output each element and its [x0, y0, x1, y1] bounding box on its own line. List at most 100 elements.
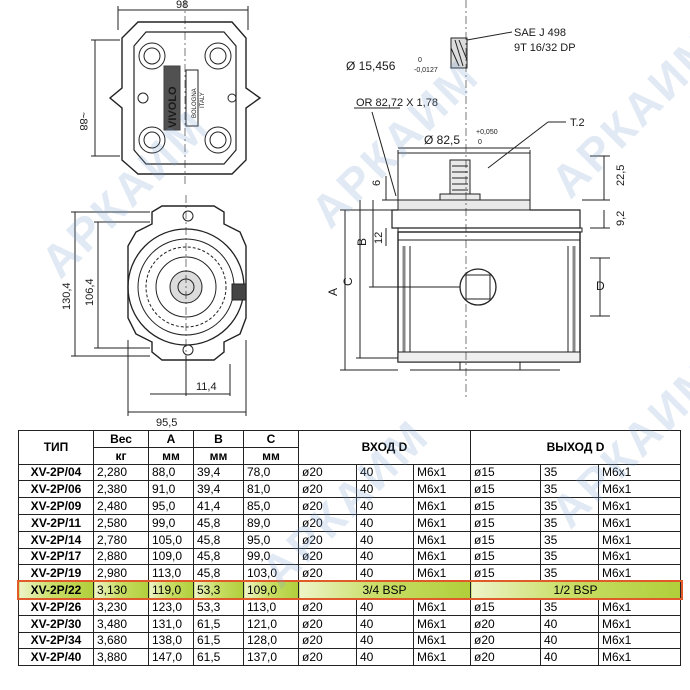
cell-outlet-bsp: 1/2 BSP — [469, 581, 682, 599]
vivolo-label-bologna: BOLOGNA — [192, 88, 198, 118]
cell-model: XV-2P/40 — [18, 648, 94, 667]
cell-in-b: 40 — [356, 497, 414, 515]
cell-weight: 2,280 — [93, 463, 149, 482]
cell-in-t: M6x1 — [413, 597, 471, 616]
cell-b: 61,5 — [193, 631, 244, 650]
cell-a: 91,0 — [148, 480, 194, 499]
o-ring-label: OR 82,72 X 1,78 — [356, 97, 438, 109]
cell-out-t: M6x1 — [597, 597, 682, 616]
dim-22-5: 22,5 — [615, 165, 627, 186]
cell-model: XV-2P/09 — [18, 497, 94, 515]
cell-in-t: M6x1 — [413, 547, 471, 566]
cell-in-d: ø20 — [298, 530, 357, 549]
table-units-row: кг мм мм мм — [19, 446, 681, 465]
dim-95-5: 95,5 — [156, 417, 177, 428]
cell-out-b: 35 — [540, 480, 599, 499]
cell-out-t: M6x1 — [597, 463, 682, 482]
cell-out-d: ø15 — [470, 463, 541, 482]
cell-a: 88,0 — [148, 463, 194, 482]
cell-in-b: 40 — [356, 513, 414, 532]
dim-106-4: 106,4 — [84, 278, 96, 306]
pilot-tolerance-lower: 0 — [478, 139, 482, 146]
cell-out-t: M6x1 — [597, 513, 682, 532]
unit-weight: кг — [93, 446, 149, 465]
cell-in-d: ø20 — [298, 480, 357, 499]
cell-model: XV-2P/11 — [18, 513, 94, 532]
label-a: A — [326, 288, 340, 296]
cell-out-t: M6x1 — [597, 497, 682, 515]
cell-model: XV-2P/04 — [18, 463, 94, 482]
cell-c: 78,0 — [243, 463, 299, 482]
cell-weight: 2,780 — [93, 530, 149, 549]
cell-out-b: 35 — [540, 530, 599, 549]
cell-in-d: ø20 — [298, 631, 357, 650]
cell-weight: 2,480 — [93, 497, 149, 515]
cell-out-d: ø15 — [470, 547, 541, 566]
cell-out-b: 35 — [540, 463, 599, 482]
cell-c: 99,0 — [243, 547, 299, 566]
cell-in-d: ø20 — [298, 463, 357, 482]
cell-b: 45,8 — [193, 530, 244, 549]
cell-out-b: 35 — [540, 497, 599, 515]
label-d: D — [596, 279, 605, 293]
vivolo-logo: VIVOLO — [167, 86, 179, 128]
cell-c: 121,0 — [243, 614, 299, 633]
cell-weight: 3,480 — [93, 614, 149, 633]
cell-b: 39,4 — [193, 463, 244, 482]
cell-b: 41,4 — [193, 497, 244, 515]
cell-weight: 3,680 — [93, 631, 149, 650]
cell-out-t: M6x1 — [597, 614, 682, 633]
cell-in-d: ø20 — [298, 547, 357, 566]
header-weight: Вес — [93, 430, 149, 448]
pilot-diameter: Ø 82,5 — [424, 133, 460, 147]
dim-12: 12 — [373, 232, 385, 244]
dim-6: 6 — [371, 180, 383, 186]
vivolo-label-italy: ITALY — [200, 92, 206, 108]
cell-a: 147,0 — [148, 648, 194, 667]
cell-a: 113,0 — [148, 564, 194, 583]
unit-b: мм — [193, 446, 244, 465]
cell-out-b: 35 — [540, 513, 599, 532]
cell-a: 138,0 — [148, 631, 194, 650]
bottom-view — [71, 195, 247, 416]
cell-b: 53,3 — [193, 581, 244, 599]
cell-a: 109,0 — [148, 547, 194, 566]
cell-out-t: M6x1 — [597, 547, 682, 566]
cell-a: 95,0 — [148, 497, 194, 515]
shaft-tolerance-lower: -0,0127 — [414, 67, 438, 74]
technical-drawing: 98 ~88 VIVOLO BOLOGNA ITALY 130,4 106,4 … — [61, 0, 627, 428]
cell-out-d: ø15 — [470, 597, 541, 616]
cell-in-d: ø20 — [298, 564, 357, 583]
cell-in-b: 40 — [356, 480, 414, 499]
cell-b: 45,8 — [193, 547, 244, 566]
cell-out-b: 40 — [540, 614, 599, 633]
cell-a: 99,0 — [148, 513, 194, 532]
cell-out-t: M6x1 — [597, 530, 682, 549]
cell-in-t: M6x1 — [413, 631, 471, 650]
cell-out-d: ø15 — [470, 513, 541, 532]
cell-weight: 2,880 — [93, 547, 149, 566]
cell-c: 89,0 — [243, 513, 299, 532]
header-c: C — [243, 430, 299, 448]
cell-c: 103,0 — [243, 564, 299, 583]
label-b: B — [355, 238, 369, 246]
cell-in-t: M6x1 — [413, 480, 471, 499]
cell-in-b: 40 — [356, 463, 414, 482]
cell-model: XV-2P/14 — [18, 530, 94, 549]
cell-in-t: M6x1 — [413, 648, 471, 667]
cell-b: 53,3 — [193, 597, 244, 616]
cell-in-t: M6x1 — [413, 564, 471, 583]
cell-c: 137,0 — [243, 648, 299, 667]
header-a: A — [148, 430, 194, 448]
cell-c: 85,0 — [243, 497, 299, 515]
cell-out-b: 40 — [540, 648, 599, 667]
cell-out-b: 35 — [540, 564, 599, 583]
cell-out-t: M6x1 — [597, 648, 682, 667]
dim-88: ~88 — [77, 112, 89, 131]
